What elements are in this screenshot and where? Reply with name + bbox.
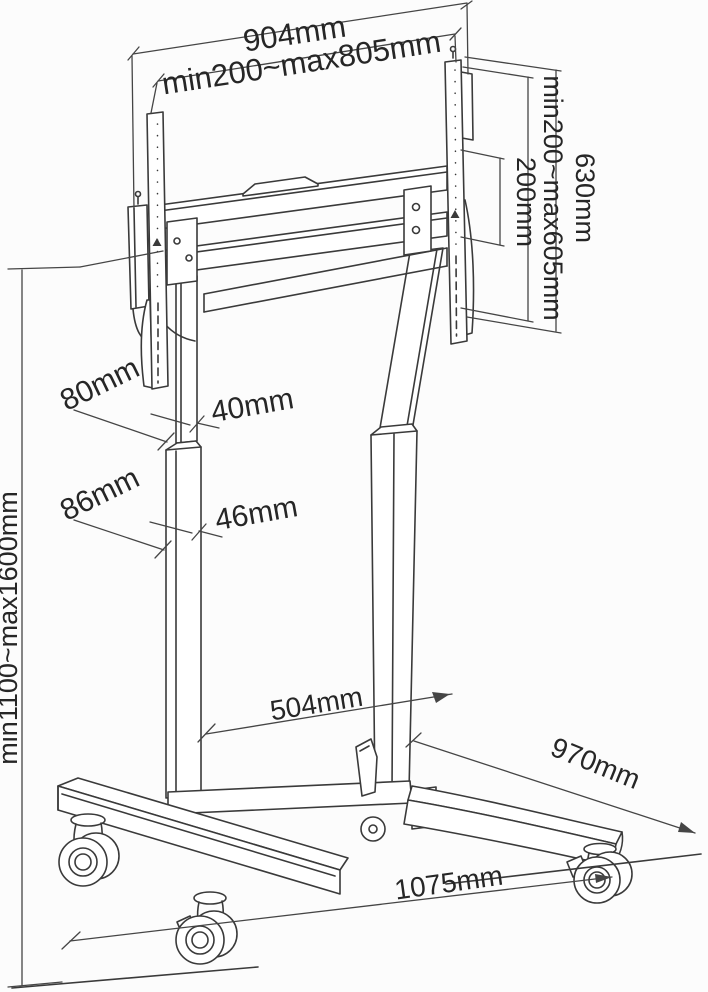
caster-rear-left bbox=[360, 816, 386, 842]
dim-column-spacing: 504mm bbox=[197, 681, 453, 743]
dim-base-width-label: 1075mm bbox=[393, 860, 505, 906]
dim-upper-column-front: 40mm bbox=[150, 382, 296, 433]
dim-bracket-height-label: 630mm bbox=[570, 153, 600, 243]
dim-height-range: min1100~max1600mm bbox=[0, 250, 164, 988]
right-vesa-rail bbox=[444, 45, 475, 345]
dim-upper-column-side-label: 80mm bbox=[55, 351, 144, 417]
dim-height-range-label: min1100~max1600mm bbox=[0, 491, 23, 764]
dim-vesa-height-min-label: 200mm bbox=[511, 157, 541, 247]
right-column bbox=[370, 247, 444, 795]
dim-bracket-height: 630mm bbox=[464, 56, 600, 334]
dim-vesa-height-range-label: min200~max605mm bbox=[538, 75, 568, 320]
dim-base-depth-label: 970mm bbox=[546, 731, 644, 795]
floor-lines bbox=[11, 853, 702, 989]
dim-lower-column-front-label: 46mm bbox=[212, 490, 300, 537]
dim-vesa-height-range: min200~max605mm bbox=[460, 66, 568, 323]
up-arrow-marker-right bbox=[450, 210, 460, 218]
base-legs bbox=[57, 738, 624, 895]
dim-vesa-height-min: 200mm bbox=[460, 149, 541, 247]
dim-lower-column-side: 86mm bbox=[55, 461, 172, 559]
stand-structure bbox=[11, 45, 702, 989]
up-arrow-marker-left bbox=[152, 238, 162, 246]
tv-bracket-crossbar bbox=[132, 165, 448, 345]
caster-front-left bbox=[58, 813, 120, 887]
left-column bbox=[165, 275, 202, 799]
dim-column-spacing-label: 504mm bbox=[268, 681, 365, 727]
left-vesa-rail bbox=[127, 111, 169, 390]
dim-upper-column-front-label: 40mm bbox=[208, 382, 296, 429]
dim-lower-column-side-label: 86mm bbox=[55, 461, 144, 527]
